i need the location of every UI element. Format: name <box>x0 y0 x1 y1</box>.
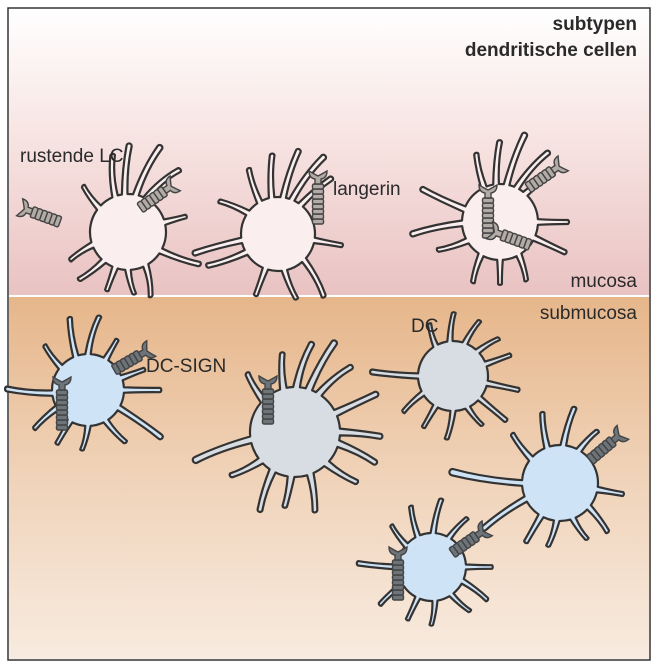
label-resting-lc: rustende LC <box>20 146 124 167</box>
langerin-receptor-right-cell-b <box>478 183 498 239</box>
dc-sign-receptor-center <box>258 374 278 425</box>
langerin-receptor-right-cell-a <box>524 154 570 193</box>
label-submucosa: submucosa <box>540 303 638 324</box>
dc-cell-blue-lower-right <box>448 405 625 548</box>
label-dc: DC <box>411 316 438 337</box>
dc-sign-receptor-bottom-b <box>448 519 494 558</box>
dc-sign-receptor-bottom-a <box>388 545 408 601</box>
dc-sign-receptor-upper-left-a <box>52 375 72 431</box>
dc-cell-grey-right <box>369 311 521 441</box>
label-mucosa: mucosa <box>570 271 637 292</box>
frame-border <box>7 7 651 661</box>
dc-cell-grey-center <box>191 339 384 514</box>
label-langerin: langerin <box>333 179 401 200</box>
langerin-receptor-left-cell-b <box>136 174 182 213</box>
dc-cell-blue-bottom <box>355 497 494 627</box>
langerin-receptor-left-cell-a <box>15 197 63 228</box>
resting-lc-cell-left <box>68 142 202 299</box>
langerin-receptor-right-cell-c <box>485 220 533 251</box>
dc-sign-receptor-lower-right <box>586 424 631 465</box>
langerin-receptor-middle-cell <box>308 169 328 225</box>
resting-lc-cell-middle <box>191 147 344 301</box>
title-line-1: subtypen <box>553 14 637 35</box>
label-dc-sign: DC-SIGN <box>146 356 226 377</box>
title-line-2: dendritische cellen <box>465 40 637 61</box>
dc-sign-receptor-upper-left-b <box>111 339 158 375</box>
